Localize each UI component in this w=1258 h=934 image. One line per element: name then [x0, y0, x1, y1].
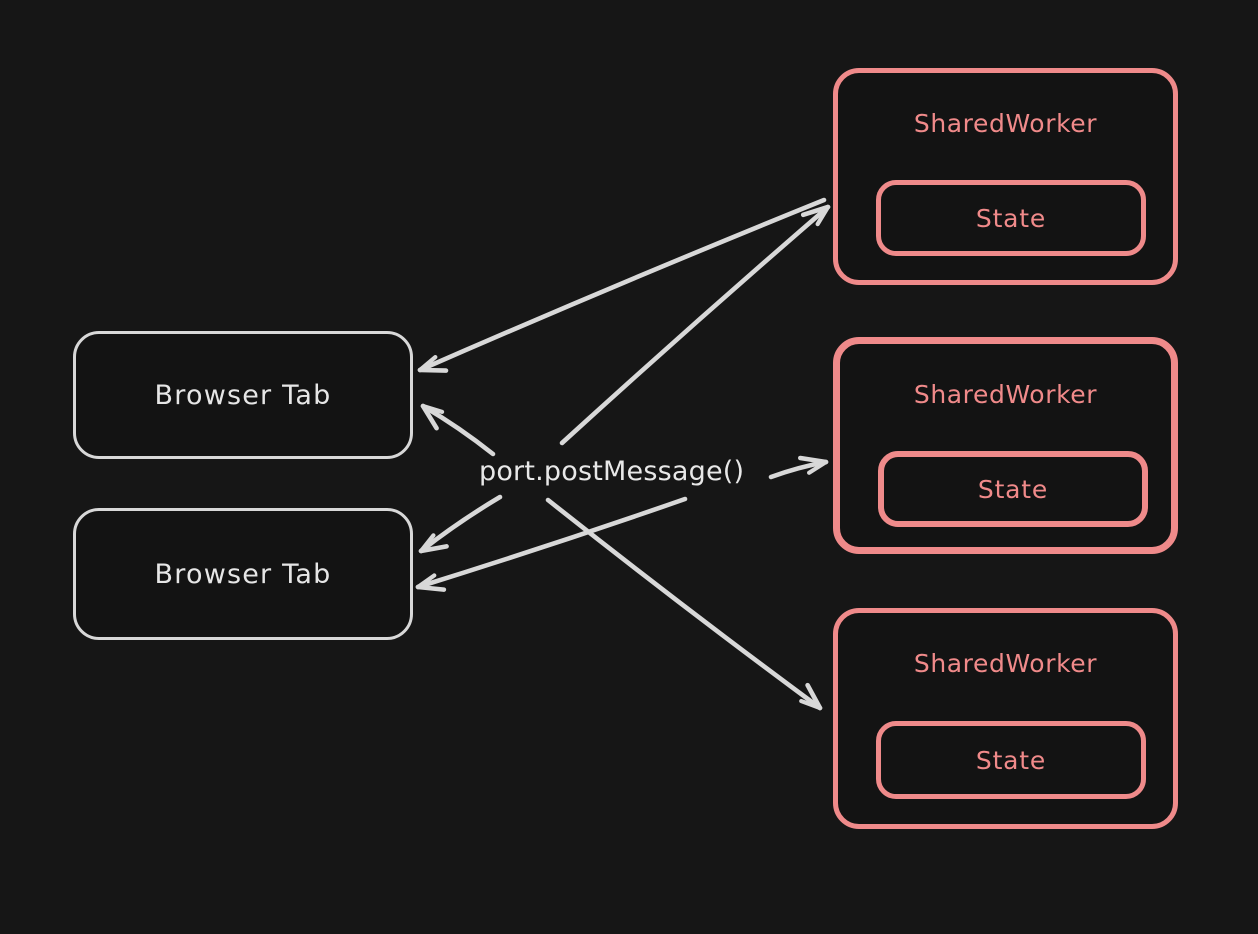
state-box-2[interactable]: State [878, 451, 1148, 527]
arrow-edge-worker-to-tab2-b [415, 496, 688, 592]
arrow-edge-hub-to-tab1 [420, 403, 496, 457]
state-box-3[interactable]: State [876, 721, 1146, 799]
shared-worker-node-2[interactable]: SharedWorker State [833, 337, 1178, 554]
arrow-edge-hub-to-worker3 [545, 497, 823, 711]
shared-worker-title-3: SharedWorker [913, 649, 1098, 678]
browser-tab-node-2[interactable]: Browser Tab [73, 508, 413, 640]
shared-worker-title-2: SharedWorker [913, 380, 1098, 409]
browser-tab-label-2: Browser Tab [154, 558, 332, 590]
arrow-edge-hub-to-worker1-a [559, 204, 831, 446]
arrow-edge-worker1-to-tab1 [417, 197, 827, 373]
state-label-2: State [977, 474, 1049, 504]
shared-worker-node-1[interactable]: SharedWorker State [833, 68, 1178, 285]
state-label-3: State [975, 745, 1047, 775]
arrow-edge-hub-to-tab2-a [418, 494, 503, 554]
shared-worker-node-3[interactable]: SharedWorker State [833, 608, 1178, 829]
arrow-edge-hub-to-worker2 [768, 455, 829, 480]
browser-tab-node-1[interactable]: Browser Tab [73, 331, 413, 459]
browser-tab-label-1: Browser Tab [154, 379, 332, 411]
state-box-1[interactable]: State [876, 180, 1146, 256]
state-label-1: State [975, 203, 1047, 233]
port-postmessage-label: port.postMessage() [479, 456, 745, 487]
shared-worker-title-1: SharedWorker [913, 109, 1098, 138]
